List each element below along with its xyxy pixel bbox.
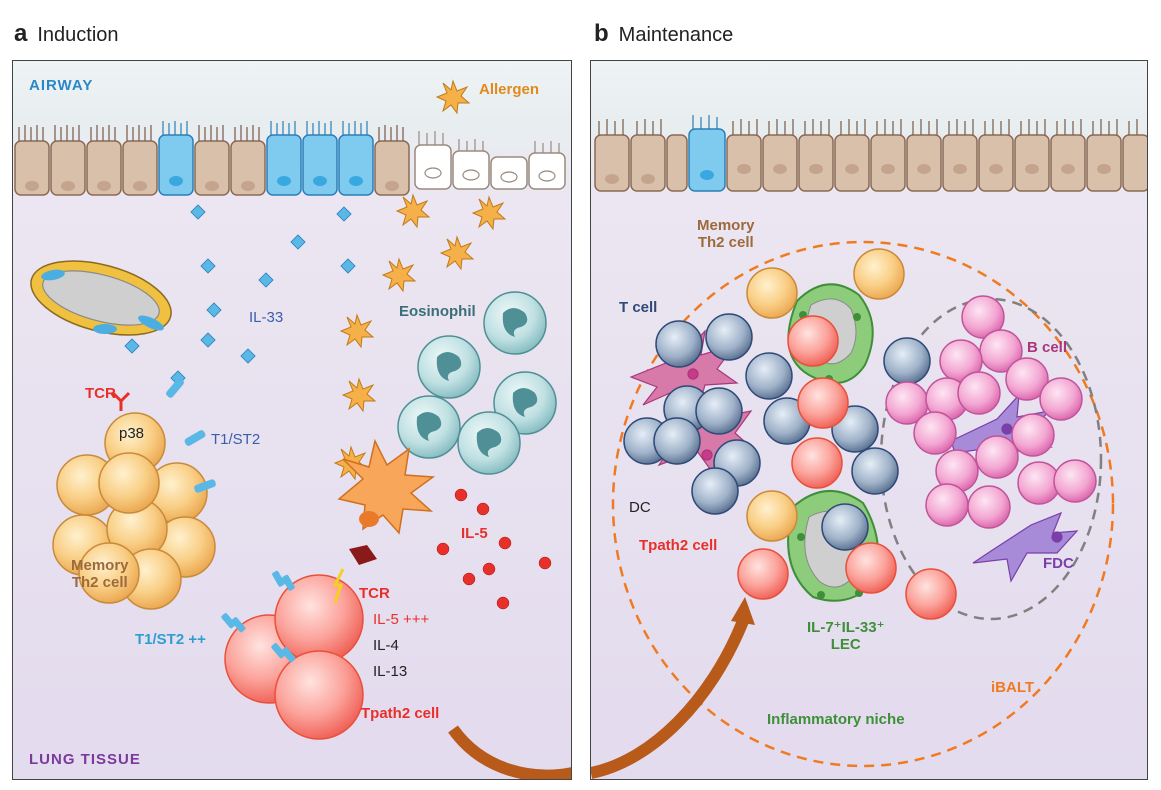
panel-a-letter: a: [14, 20, 28, 47]
arrow-head-icon: [731, 597, 755, 625]
airway-epithelium: [14, 121, 566, 196]
dendritic-cell: [337, 438, 436, 565]
il4-label: IL-4: [373, 637, 399, 654]
memory-th2-line2: Th2 cell: [697, 234, 754, 252]
memory-th2-cells: [746, 248, 905, 542]
eosinophil-nuclei: [416, 308, 538, 457]
migration-arrow: [591, 618, 749, 779]
t1st2-plus-receptors: [221, 570, 296, 663]
memory-th2-line1: Memory: [697, 217, 755, 234]
ibalt-boundary: [611, 240, 1115, 768]
tcr-receptor-icon: [111, 391, 131, 411]
dc-label: DC: [629, 499, 651, 516]
b-cells: [885, 295, 1097, 529]
p38-label: p38: [119, 425, 145, 442]
lec-line2: LEC: [830, 636, 861, 654]
panel-a-heading: a Induction: [14, 20, 119, 48]
maintenance-panel: Memory Th2 cell T cell B cell DC Tpath2 …: [590, 60, 1148, 780]
induction-illustration: [14, 79, 571, 779]
blood-vessel: [30, 260, 172, 336]
airway-label: AIRWAY: [29, 77, 94, 94]
tpath2-cells: [224, 574, 364, 740]
memory-th2-cells: [52, 412, 216, 610]
airway-epithelium: [594, 115, 1147, 192]
il5-molecules: [436, 488, 552, 610]
t1st2-receptors: [166, 378, 216, 493]
lec-label: IL-7⁺IL-33⁺ LEC: [807, 619, 885, 654]
il5-plus-label: IL-5 +++: [373, 611, 430, 628]
eosinophil-label: Eosinophil: [399, 303, 476, 320]
lung-tissue-label: LUNG TISSUE: [29, 751, 141, 768]
t-cell-label: T cell: [619, 299, 658, 316]
allergen-label: Allergen: [479, 81, 540, 98]
tcr-bottom-label: TCR: [359, 585, 390, 602]
induction-panel: AIRWAY Allergen IL-33 Eosinophil TCR p38…: [12, 60, 572, 780]
panel-b-heading: b Maintenance: [594, 20, 733, 48]
il33-molecules: [124, 204, 356, 386]
activation-bolt-icon: [332, 568, 345, 604]
maintenance-illustration: [591, 115, 1147, 779]
memory-th2-label: Memory Th2 cell: [71, 557, 129, 592]
panel-b-letter: b: [594, 20, 609, 47]
memory-th2-label: Memory Th2 cell: [697, 217, 755, 252]
tpath2-cell-label: Tpath2 cell: [361, 705, 440, 722]
ibalt-label: iBALT: [991, 679, 1035, 696]
memory-th2-line2: Th2 cell: [71, 574, 128, 592]
inflammatory-niche-label: Inflammatory niche: [767, 711, 905, 728]
il5-label: IL-5: [461, 525, 488, 542]
migration-arrow: [448, 725, 571, 779]
memory-th2-line1: Memory: [71, 557, 129, 574]
t1st2-label: T1/ST2: [211, 431, 261, 448]
b-cell-label: B cell: [1027, 339, 1068, 356]
panel-b-title: Maintenance: [618, 24, 734, 46]
fdc-label: FDC: [1043, 555, 1074, 572]
panel-a-title: Induction: [37, 24, 119, 46]
tcr-top-label: TCR: [85, 385, 116, 402]
lec-line1: IL-7⁺IL-33⁺: [807, 619, 885, 636]
t1st2-plus-label: T1/ST2 ++: [135, 631, 206, 648]
tpath2-label: Tpath2 cell: [639, 537, 718, 554]
il33-label: IL-33: [249, 309, 284, 326]
il13-label: IL-13: [373, 663, 408, 680]
tpath2-cells: [737, 315, 957, 620]
